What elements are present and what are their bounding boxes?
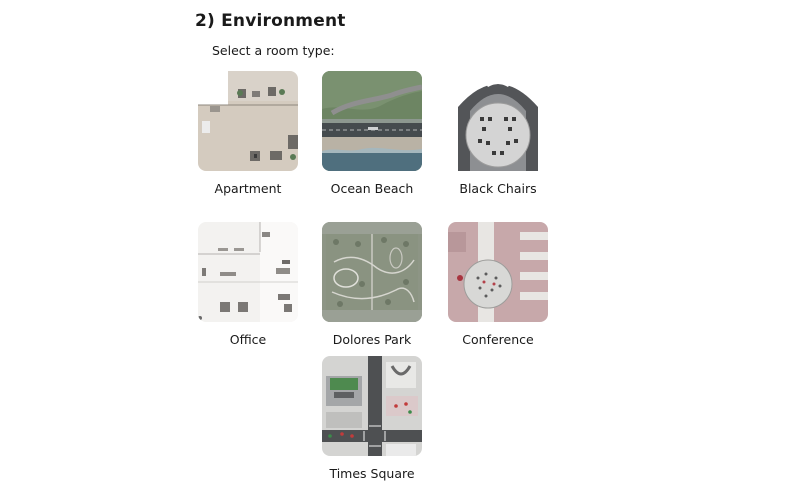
- times-square-map-icon: [322, 356, 422, 456]
- room-option-dolores-park[interactable]: Dolores Park: [302, 222, 442, 347]
- conference-hall-icon: [448, 222, 548, 322]
- room-option-black-chairs[interactable]: Black Chairs: [428, 71, 568, 196]
- ocean-beach-map-icon: [322, 71, 422, 171]
- apartment-floorplan-icon: [198, 71, 298, 171]
- room-type-prompt: Select a room type:: [212, 43, 335, 58]
- section-title: 2) Environment: [195, 11, 346, 31]
- room-label-black-chairs: Black Chairs: [459, 181, 537, 196]
- room-label-conference: Conference: [462, 332, 534, 347]
- room-label-ocean-beach: Ocean Beach: [330, 181, 414, 196]
- room-option-office[interactable]: Office: [178, 222, 318, 347]
- room-option-ocean-beach[interactable]: Ocean Beach: [302, 71, 442, 196]
- room-label-times-square: Times Square: [329, 466, 415, 481]
- dolores-park-map-icon: [322, 222, 422, 322]
- room-label-apartment: Apartment: [214, 181, 282, 196]
- room-option-apartment[interactable]: Apartment: [178, 71, 318, 196]
- room-option-conference[interactable]: Conference: [428, 222, 568, 347]
- black-chairs-auditorium-icon: [448, 71, 548, 171]
- office-floorplan-icon: [198, 222, 298, 322]
- room-label-office: Office: [229, 332, 267, 347]
- room-label-dolores-park: Dolores Park: [332, 332, 412, 347]
- room-option-times-square[interactable]: Times Square: [302, 356, 442, 481]
